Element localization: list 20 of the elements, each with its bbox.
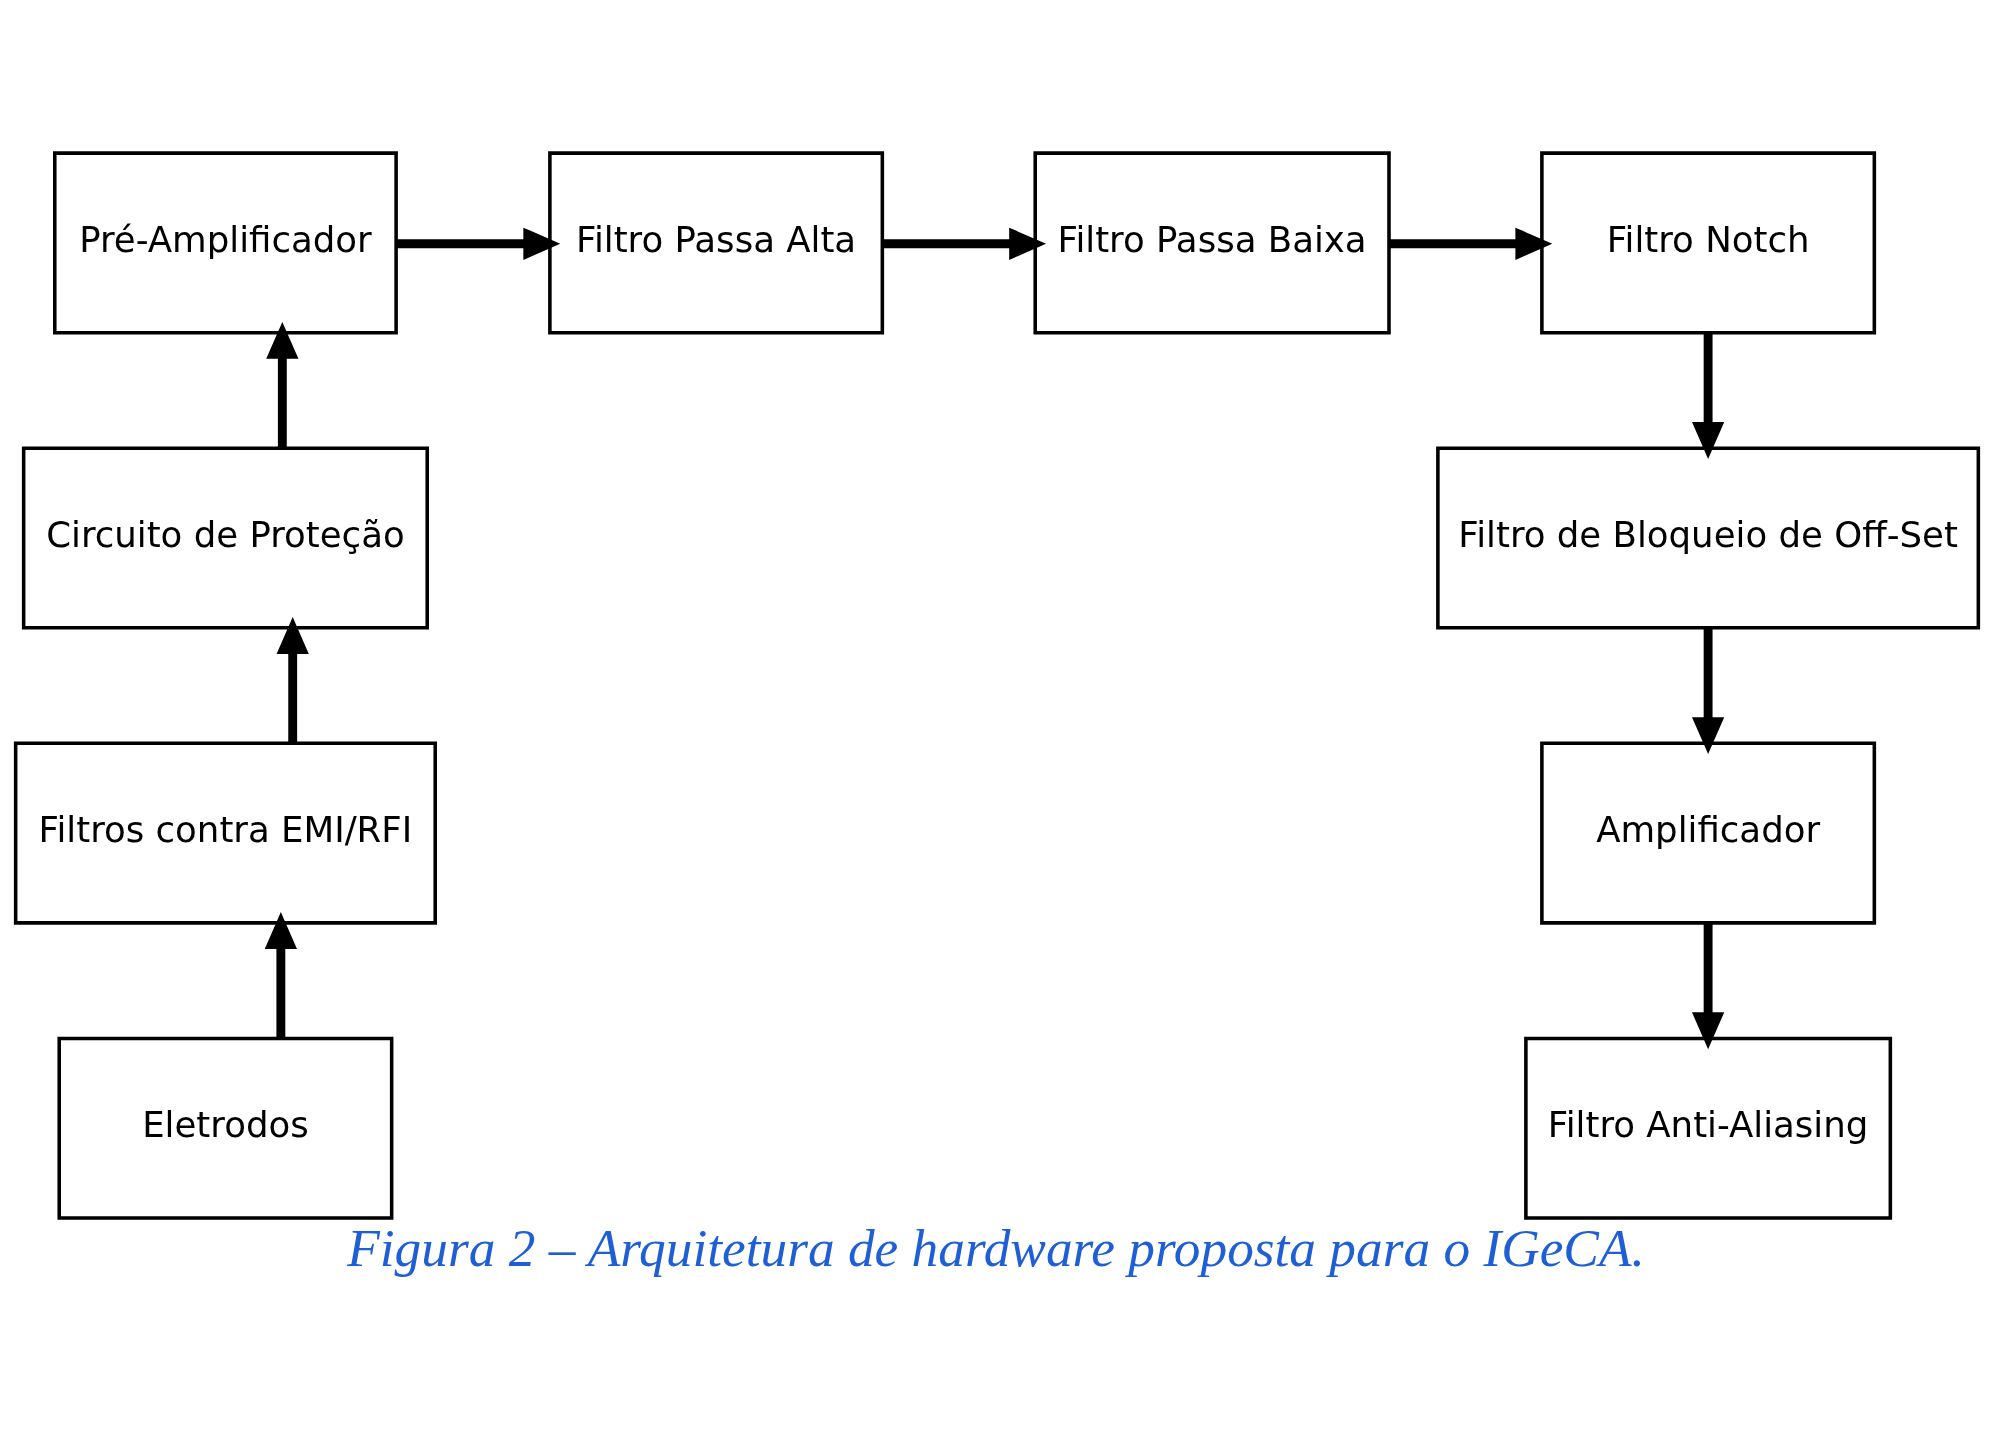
node-box: Circuito de Proteção <box>21 445 429 630</box>
arrow <box>266 321 299 448</box>
arrow <box>1389 227 1553 260</box>
node-box: Pré-Amplificador <box>53 150 398 334</box>
arrow <box>396 227 561 260</box>
arrow <box>1692 922 1725 1049</box>
node-box: Amplificador <box>1540 741 1877 925</box>
arrow <box>882 227 1047 260</box>
arrow <box>1692 332 1725 459</box>
node-box: Filtro de Bloqueio de Off-Set <box>1436 445 1981 630</box>
node-box: Filtros contra EMI/RFI <box>13 741 437 925</box>
arrow <box>264 911 297 1038</box>
node-box: Filtro Passa Baixa <box>1033 150 1391 334</box>
arrow <box>276 616 309 743</box>
arrow <box>1692 627 1725 754</box>
node-box: Filtro Passa Alta <box>548 150 885 334</box>
node-box: Eletrodos <box>57 1036 394 1220</box>
node-box: Filtro Anti-Aliasing <box>1524 1036 1893 1220</box>
node-box: Filtro Notch <box>1540 150 1877 334</box>
caption: Figura 2 – Arquitetura de hardware proposta para o IGeCA. <box>347 1217 1645 1278</box>
